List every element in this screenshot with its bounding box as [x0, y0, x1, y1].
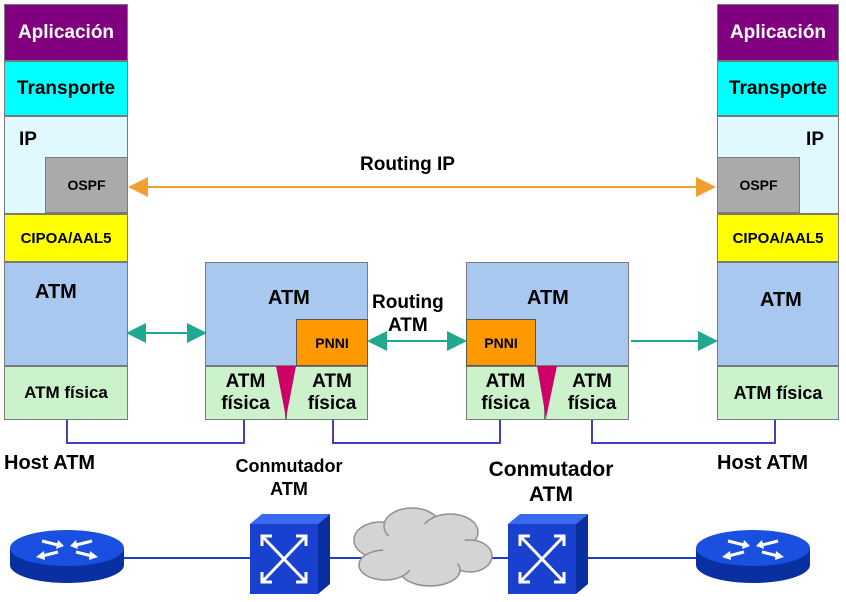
switch-right-physical-b-line1: ATM [572, 371, 612, 393]
host-left-physical-layer: ATM física [4, 366, 128, 420]
physical-link-1 [66, 420, 245, 444]
switch-right-caption-line2: ATM [529, 483, 573, 507]
host-right-atm-layer: ATM [717, 262, 839, 366]
host-left-transport-layer: Transporte [4, 61, 128, 116]
physical-link-3 [591, 420, 776, 444]
host-right-application-layer: Aplicación [717, 4, 839, 61]
host-right-transport-layer: Transporte [717, 61, 839, 116]
switch-left-physical-b: ATM física [286, 366, 368, 420]
switch-right-pnni-block: PNNI [466, 319, 536, 366]
switch-right-physical-b-line2: física [567, 393, 617, 414]
switch-right-fabric-triangle [537, 366, 557, 418]
atm-switch-icon [508, 514, 588, 594]
switch-left-caption: Conmutador ATM [214, 455, 364, 500]
switch-left-fabric-triangle [276, 366, 296, 418]
cloud-icon [353, 507, 493, 587]
host-right-ip-label: IP [806, 129, 824, 150]
switch-left-caption-line1: Conmutador [235, 456, 343, 476]
switch-left-physical-b-line1: ATM [312, 371, 352, 393]
routing-atm-label: Routing ATM [372, 292, 444, 338]
switch-left-caption-line2: ATM [270, 478, 308, 499]
host-left-ip-label: IP [19, 129, 37, 150]
switch-left-physical-a-line2: física [221, 393, 270, 414]
host-left-caption: Host ATM [4, 452, 96, 474]
host-left-atm-label: ATM [35, 281, 77, 303]
host-left-atm-layer: ATM [4, 262, 128, 366]
router-icon [10, 530, 124, 583]
routing-ip-label: Routing IP [360, 154, 455, 175]
host-right-atm-label: ATM [760, 289, 802, 311]
atm-switch-icon [250, 514, 330, 594]
host-right-cipoa-layer: CIPOA/AAL5 [717, 214, 839, 262]
switch-right-physical-b: ATM física [545, 366, 629, 420]
switch-right-physical-a-line1: ATM [485, 371, 526, 393]
switch-left-physical-a-line1: ATM [225, 371, 266, 393]
routing-atm-label-line1: Routing [372, 292, 444, 313]
switch-right-physical-a-line2: física [481, 393, 530, 414]
host-right-caption: Host ATM [717, 452, 809, 474]
switch-right-atm-label: ATM [527, 287, 569, 309]
switch-left-pnni-block: PNNI [296, 319, 368, 366]
switch-right-caption-line1: Conmutador [488, 458, 614, 481]
host-left-ospf-block: OSPF [45, 157, 128, 213]
host-left-application-layer: Aplicación [4, 4, 128, 61]
host-right-ospf-block: OSPF [717, 157, 800, 213]
switch-right-physical-a: ATM física [466, 366, 545, 420]
switch-left-atm-label: ATM [268, 287, 310, 309]
routing-atm-label-line2: ATM [388, 314, 428, 336]
host-right-physical-layer: ATM física [717, 366, 839, 420]
host-left-cipoa-layer: CIPOA/AAL5 [4, 214, 128, 262]
switch-right-caption: Conmutador ATM [466, 457, 636, 507]
switch-left-physical-b-line2: física [307, 393, 357, 414]
physical-link-2 [332, 420, 501, 444]
switch-left-physical-a: ATM física [205, 366, 286, 420]
router-icon [696, 530, 810, 583]
